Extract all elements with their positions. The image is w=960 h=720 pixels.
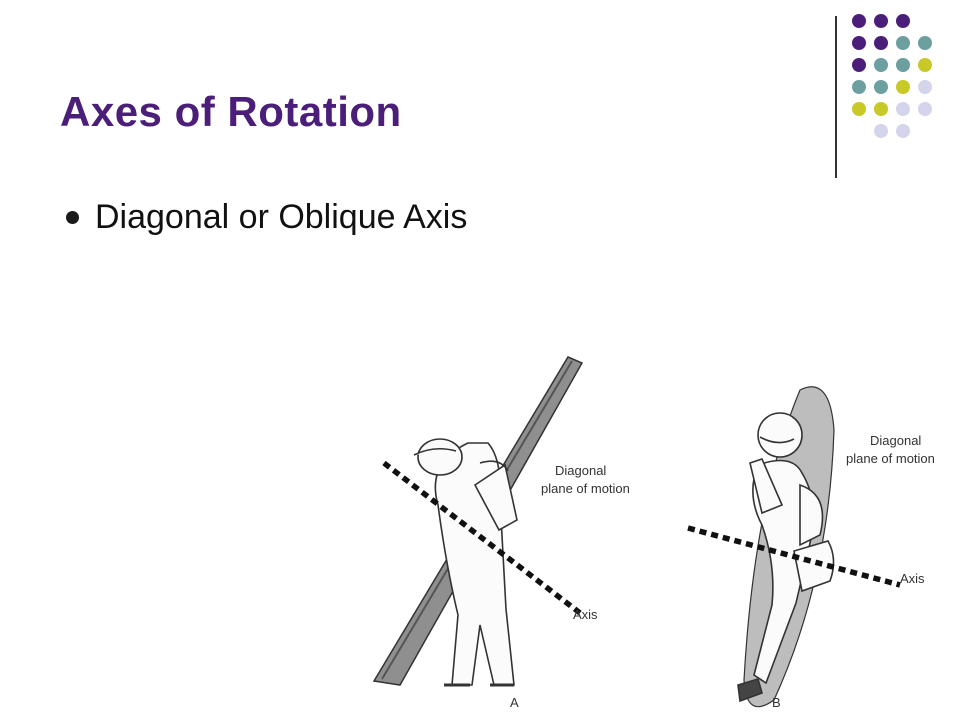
decorative-dot	[852, 102, 866, 116]
decorative-dot	[852, 58, 866, 72]
decorative-dot	[896, 58, 910, 72]
decorative-dot	[874, 124, 888, 138]
decorative-dot	[896, 36, 910, 50]
decorative-dot	[918, 36, 932, 50]
bullet-item: Diagonal or Oblique Axis	[66, 198, 467, 237]
golfer-figure	[413, 438, 518, 687]
plane-label-b-line2: plane of motion	[846, 451, 935, 466]
decorative-dot	[918, 102, 932, 116]
decorative-dot	[896, 124, 910, 138]
panel-letter-a: A	[510, 695, 519, 710]
decorative-dot	[896, 80, 910, 94]
oblique-axis-line-a	[382, 460, 582, 616]
panel-b: Diagonal plane of motion Axis B	[687, 386, 935, 710]
decorative-dot	[874, 58, 888, 72]
kicker-figure	[737, 412, 835, 703]
panel-letter-b: B	[772, 695, 781, 710]
slide-title: Axes of Rotation	[60, 88, 402, 135]
axis-label-a: Axis	[573, 607, 598, 622]
decorative-dot	[852, 80, 866, 94]
decorative-dot	[896, 14, 910, 28]
decorative-dot	[918, 80, 932, 94]
decorative-dot	[874, 102, 888, 116]
decorative-dot	[918, 58, 932, 72]
plane-label-b-line1: Diagonal	[870, 433, 921, 448]
decorative-dot	[896, 102, 910, 116]
axis-label-b: Axis	[900, 571, 925, 586]
bullet-icon	[66, 211, 79, 224]
decorative-dot	[852, 36, 866, 50]
decorative-dot	[874, 80, 888, 94]
bullet-text: Diagonal or Oblique Axis	[95, 198, 468, 236]
plane-label-a-line2: plane of motion	[541, 481, 630, 496]
panel-a: Diagonal plane of motion Axis A	[372, 356, 630, 710]
decorative-dot	[874, 14, 888, 28]
decorative-dot	[852, 14, 866, 28]
decorative-dot	[874, 36, 888, 50]
oblique-axis-line-b	[687, 525, 901, 588]
plane-label-a-line1: Diagonal	[555, 463, 606, 478]
oblique-axis-figure: Diagonal plane of motion Axis A Diagonal…	[372, 356, 935, 710]
decorative-divider	[835, 16, 837, 178]
